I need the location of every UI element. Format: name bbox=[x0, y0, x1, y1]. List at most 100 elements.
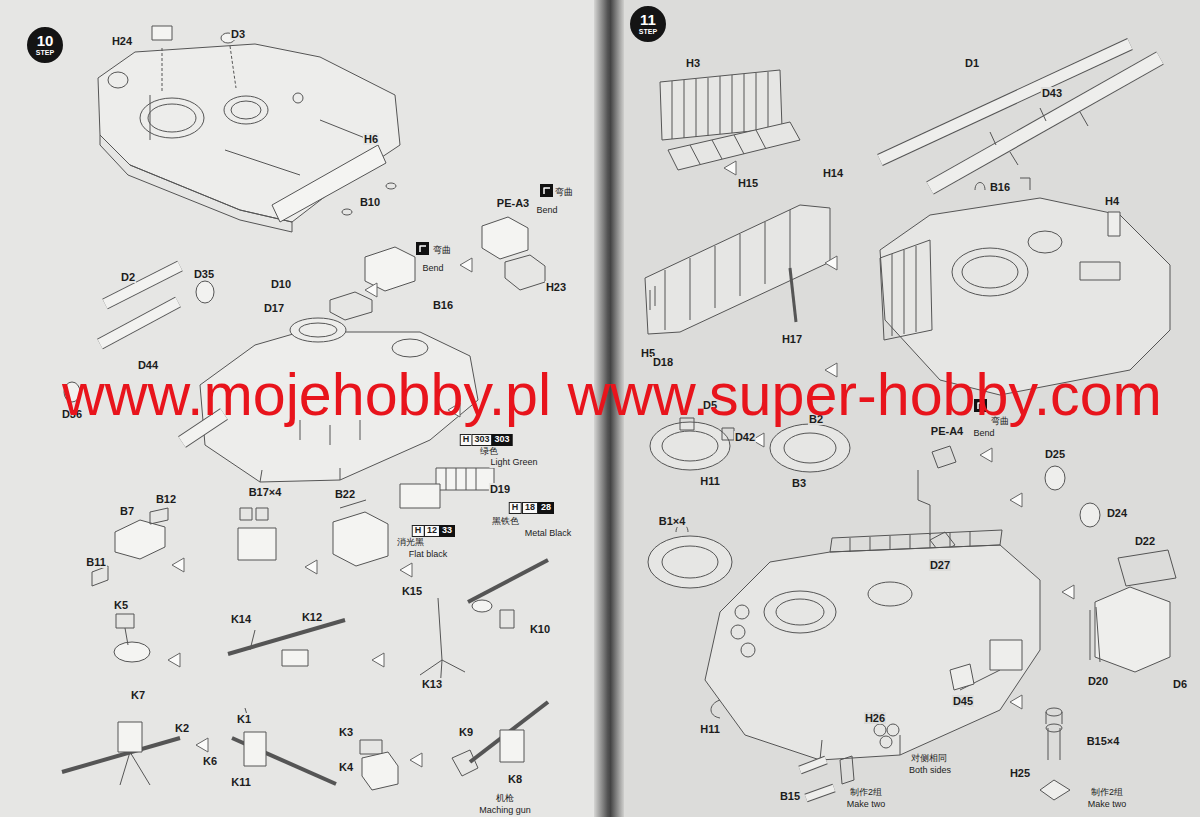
label-anchor: D20 bbox=[1087, 671, 1109, 689]
label-anchor: 弯曲 bbox=[554, 181, 574, 199]
label-anchor: D1 bbox=[964, 53, 980, 71]
label-anchor: H25 bbox=[1009, 763, 1031, 781]
label-anchor: B17×4 bbox=[248, 482, 283, 500]
part-number: H25 bbox=[1009, 767, 1031, 779]
label-anchor: 黑铁色 bbox=[491, 510, 520, 528]
label-anchor: B15 bbox=[779, 786, 801, 804]
part-number: K10 bbox=[529, 623, 551, 635]
label-anchor: B10 bbox=[359, 192, 381, 210]
step-word: STEP bbox=[36, 49, 54, 57]
label-anchor: D2 bbox=[120, 267, 136, 285]
label-anchor: Light Green bbox=[489, 451, 538, 469]
part-number: B16 bbox=[989, 181, 1011, 193]
label-anchor: 制作2组 bbox=[849, 781, 883, 799]
label-anchor: D10 bbox=[270, 274, 292, 292]
note-text: 对侧相同 bbox=[910, 754, 948, 764]
label-anchor: H6 bbox=[363, 129, 379, 147]
label-anchor: D45 bbox=[952, 691, 974, 709]
note-text: Metal Black bbox=[524, 529, 573, 539]
paint-code: 303 bbox=[491, 434, 512, 446]
label-anchor: D43 bbox=[1041, 83, 1063, 101]
label-anchor: Both sides bbox=[908, 759, 952, 777]
label-anchor: K12 bbox=[301, 607, 323, 625]
label-anchor: K4 bbox=[338, 757, 354, 775]
label-anchor: H14 bbox=[822, 163, 844, 181]
part-number: K2 bbox=[174, 722, 190, 734]
part-number: D27 bbox=[929, 559, 951, 571]
part-number: D25 bbox=[1044, 448, 1066, 460]
paint-code: H bbox=[509, 502, 522, 514]
note-text: 黑铁色 bbox=[491, 517, 520, 527]
part-number: H15 bbox=[737, 177, 759, 189]
part-number: K8 bbox=[507, 773, 523, 785]
note-text: Maching gun bbox=[478, 806, 532, 816]
label-anchor: D17 bbox=[263, 298, 285, 316]
note-text: 制作2组 bbox=[1090, 788, 1124, 798]
part-number: D45 bbox=[952, 695, 974, 707]
part-number: K15 bbox=[401, 585, 423, 597]
label-anchor: K1 bbox=[236, 709, 252, 727]
label-anchor: D19 bbox=[489, 479, 511, 497]
label-anchor: B12 bbox=[155, 489, 177, 507]
label-anchor: H17 bbox=[781, 329, 803, 347]
part-number: B10 bbox=[359, 196, 381, 208]
paint-code: 303 bbox=[471, 434, 492, 446]
label-anchor: H3 bbox=[685, 53, 701, 71]
label-anchor: Flat black bbox=[408, 543, 449, 561]
step-badge: 10STEP bbox=[27, 27, 63, 63]
paint-code: H bbox=[460, 434, 473, 446]
part-number: K7 bbox=[130, 689, 146, 701]
label-anchor: 12 bbox=[424, 519, 440, 537]
label-anchor: www.mojehobby.pl www.super-hobby.com bbox=[62, 362, 1162, 427]
label-anchor: 机枪 bbox=[495, 787, 515, 805]
part-number: D2 bbox=[120, 271, 136, 283]
part-number: K3 bbox=[338, 726, 354, 738]
label-anchor: D35 bbox=[193, 264, 215, 282]
label-anchor: K10 bbox=[529, 619, 551, 637]
label-anchor: Bend bbox=[421, 257, 444, 275]
label-anchor: B16 bbox=[989, 177, 1011, 195]
label-anchor: 对侧相同 bbox=[910, 747, 948, 765]
note-text: 机枪 bbox=[495, 794, 515, 804]
part-number: H6 bbox=[363, 133, 379, 145]
part-number: K4 bbox=[338, 761, 354, 773]
paint-code: 28 bbox=[538, 502, 554, 514]
part-number: K6 bbox=[202, 755, 218, 767]
part-number: B3 bbox=[791, 477, 807, 489]
label-anchor: K2 bbox=[174, 718, 190, 736]
label-anchor: H bbox=[509, 496, 522, 514]
part-number: D20 bbox=[1087, 675, 1109, 687]
note-text: 制作2组 bbox=[849, 788, 883, 798]
step-number: 10 bbox=[37, 33, 54, 50]
part-number: K12 bbox=[301, 611, 323, 623]
part-number: D22 bbox=[1134, 535, 1156, 547]
part-number: D42 bbox=[734, 431, 756, 443]
part-number: H17 bbox=[781, 333, 803, 345]
part-number: B16 bbox=[432, 299, 454, 311]
part-number: B11 bbox=[85, 556, 107, 568]
label-anchor: K14 bbox=[230, 609, 252, 627]
label-anchor: 18 bbox=[522, 496, 538, 514]
label-anchor: D24 bbox=[1106, 503, 1128, 521]
label-anchor: H4 bbox=[1104, 191, 1120, 209]
part-number: D6 bbox=[1172, 678, 1188, 690]
part-number: B15×4 bbox=[1086, 735, 1121, 747]
part-number: K14 bbox=[230, 613, 252, 625]
note-text: Flat black bbox=[408, 550, 449, 560]
part-number: D24 bbox=[1106, 507, 1128, 519]
label-anchor: Make two bbox=[1087, 793, 1128, 811]
label-anchor: D42 bbox=[734, 427, 756, 445]
part-number: H23 bbox=[545, 281, 567, 293]
part-number: H26 bbox=[864, 712, 886, 724]
part-number: H14 bbox=[822, 167, 844, 179]
label-anchor: PE-A3 bbox=[496, 193, 530, 211]
part-number: D43 bbox=[1041, 87, 1063, 99]
paint-code: 33 bbox=[439, 525, 455, 537]
label-anchor: Bend bbox=[535, 199, 558, 217]
label-anchor: Maching gun bbox=[478, 799, 532, 817]
part-number: B7 bbox=[119, 505, 135, 517]
label-anchor: D6 bbox=[1172, 674, 1188, 692]
label-anchor: D25 bbox=[1044, 444, 1066, 462]
label-anchor: 303 bbox=[491, 428, 512, 446]
